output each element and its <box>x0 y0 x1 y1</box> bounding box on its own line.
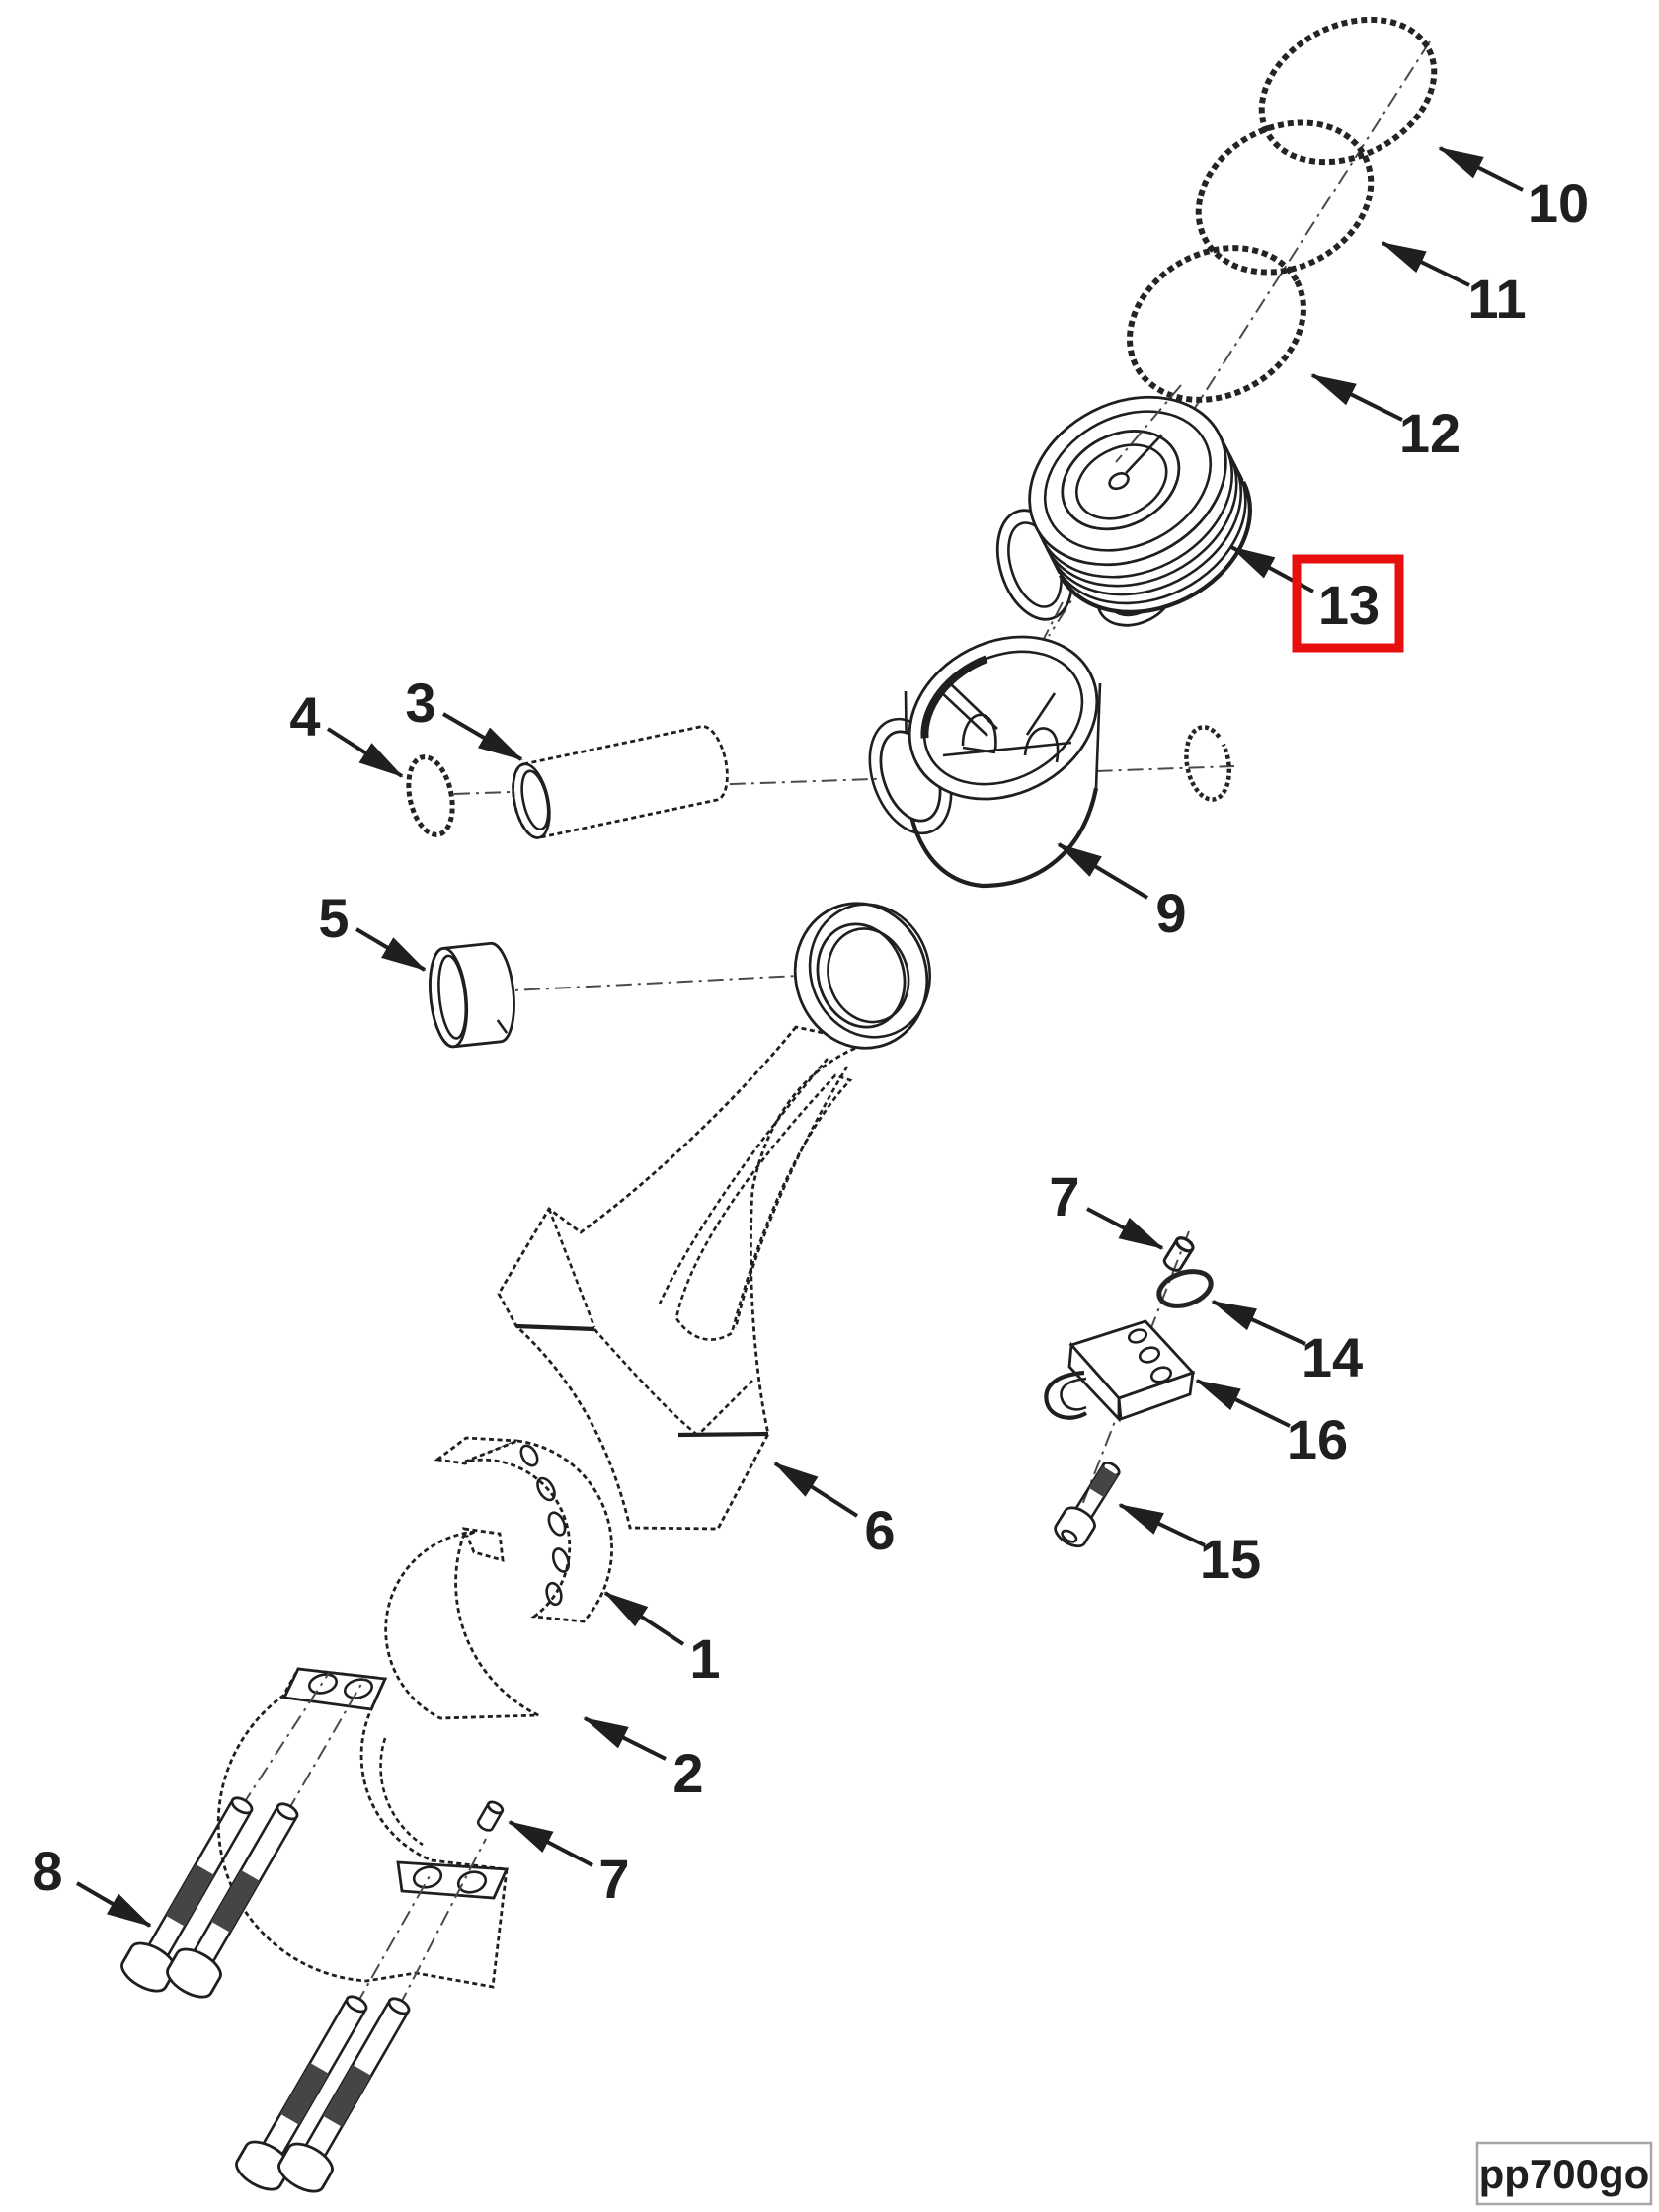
callout-arrow-2 <box>583 1716 667 1761</box>
rod-small-end <box>793 902 932 1050</box>
callout-arrow-13 <box>1229 545 1314 593</box>
callout-label-10: 10 <box>1528 172 1589 234</box>
callout-arrow-7-upper <box>1086 1207 1164 1250</box>
callout-label-14: 14 <box>1302 1326 1363 1388</box>
callout-arrow-3 <box>441 712 523 761</box>
piston-ring-oil <box>1127 245 1306 403</box>
cooling-nozzle-group <box>1044 1233 1214 1548</box>
callout-label-11: 11 <box>1467 268 1526 330</box>
callout-label-4: 4 <box>289 685 320 748</box>
nozzle-tube <box>1044 1370 1088 1420</box>
bearing-oil-holes <box>519 1444 571 1607</box>
watermark: pp700go <box>1475 2141 1653 2206</box>
callout-label-2: 2 <box>672 1742 703 1804</box>
dowel-pin-upper <box>1160 1233 1197 1275</box>
connecting-rod <box>497 902 932 1531</box>
pin-retaining-ring <box>406 754 455 837</box>
callout-label-8: 8 <box>32 1840 62 1902</box>
highlight-box-part-13 <box>1292 554 1404 653</box>
dowel-pin-lower <box>474 1798 507 1835</box>
callout-arrow-9 <box>1057 842 1149 900</box>
piston-ring-second <box>1195 119 1375 276</box>
rod-cap <box>216 1667 510 1989</box>
watermark-text: pp700go <box>1479 2151 1650 2197</box>
connecting-rod-body <box>497 1025 875 1531</box>
rod-bearing-lower <box>384 1527 539 1720</box>
callout-label-16: 16 <box>1287 1408 1348 1470</box>
rod-bushing <box>429 941 515 1049</box>
piston-crown <box>995 384 1252 714</box>
callout-label-13: 13 <box>1318 574 1380 636</box>
o-ring <box>1156 1269 1214 1308</box>
callout-arrow-5 <box>355 927 427 972</box>
callout-label-5: 5 <box>318 887 349 949</box>
callout-arrow-6 <box>773 1462 859 1518</box>
piston-pin <box>512 725 729 839</box>
callout-arrow-16 <box>1195 1379 1291 1428</box>
pin-retaining-ring-right <box>1184 725 1231 802</box>
callout-arrow-8 <box>75 1881 152 1928</box>
piston-skirt <box>868 635 1102 889</box>
callout-label-15: 15 <box>1200 1528 1261 1590</box>
callout-arrow-1 <box>603 1591 685 1646</box>
callout-arrow-15 <box>1118 1503 1206 1547</box>
callout-arrow-14 <box>1211 1300 1306 1346</box>
callout-arrow-12 <box>1310 373 1403 422</box>
watermark-box <box>1475 2141 1653 2206</box>
rod-bearing-upper <box>434 1436 613 1623</box>
callout-label-3: 3 <box>405 672 435 734</box>
callout-arrow-7-lower <box>508 1820 593 1867</box>
callout-arrow-10 <box>1438 146 1524 192</box>
callout-label-1: 1 <box>689 1627 720 1690</box>
nozzle-bolt <box>1054 1461 1121 1548</box>
callout-arrow-11 <box>1381 241 1470 287</box>
callout-label-6: 6 <box>864 1499 895 1561</box>
callout-label-12: 12 <box>1399 402 1461 464</box>
bolt-axes <box>241 1672 487 2008</box>
callout-arrow-4 <box>326 727 404 778</box>
piston-ring-top <box>1258 16 1438 166</box>
callout-label-7-upper: 7 <box>1049 1165 1079 1227</box>
callout-label-9: 9 <box>1155 882 1186 944</box>
callout-label-7-lower: 7 <box>598 1848 629 1910</box>
